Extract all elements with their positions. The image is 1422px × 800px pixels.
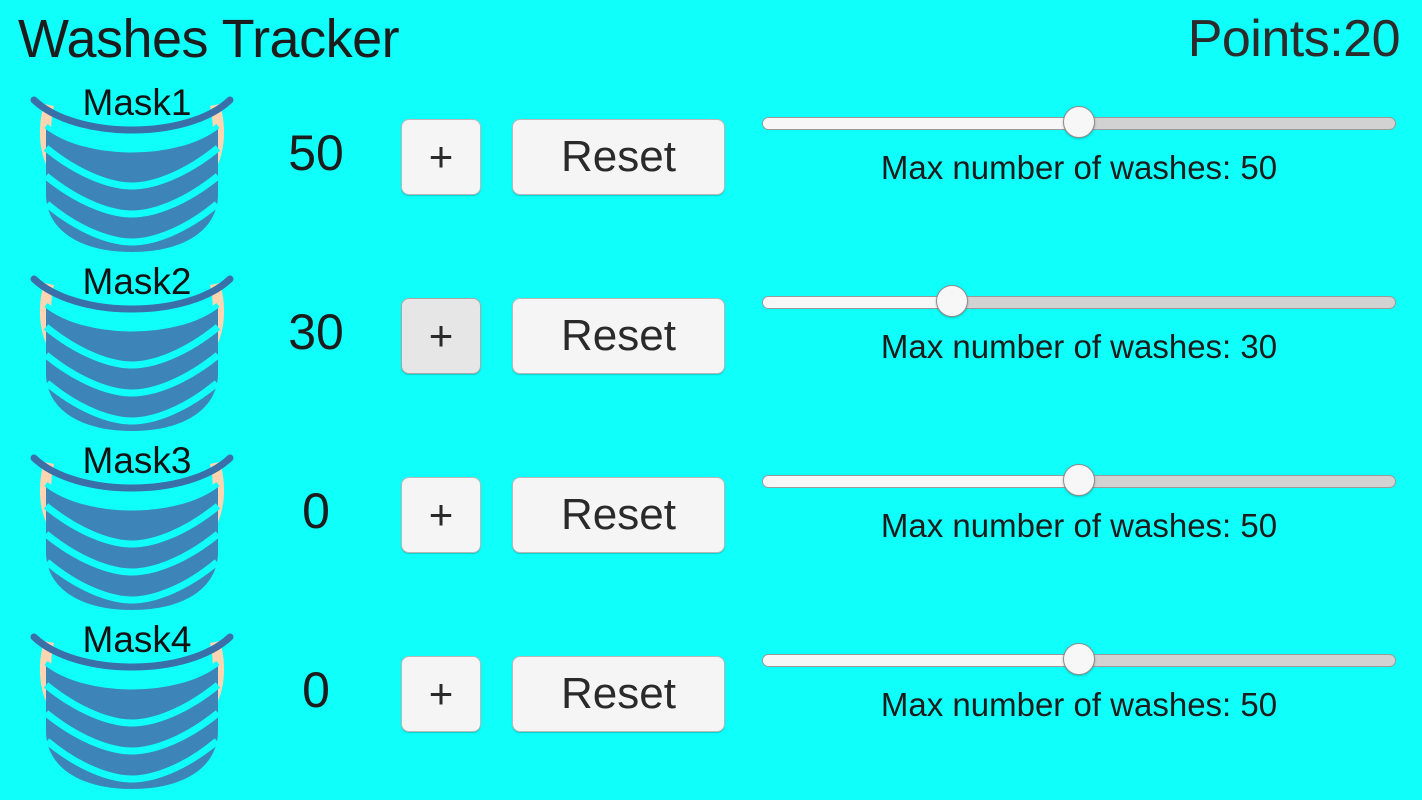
- max-washes-slider-mask3[interactable]: [762, 464, 1396, 498]
- max-washes-slider-cell: Max number of washes: 50: [762, 106, 1396, 186]
- wash-count-value: 50: [288, 125, 344, 181]
- points-counter: Points:20: [1187, 10, 1401, 68]
- max-washes-caption: Max number of washes: 50: [880, 686, 1278, 723]
- reset-button-mask1[interactable]: Reset: [512, 119, 725, 195]
- page-title: Washes Tracker: [18, 9, 400, 69]
- max-washes-caption: Max number of washes: 50: [880, 507, 1278, 544]
- max-washes-slider-cell: Max number of washes: 50: [762, 643, 1396, 723]
- max-washes-slider-cell: Max number of washes: 50: [762, 464, 1396, 544]
- max-washes-caption: Max number of washes: 50: [880, 149, 1278, 186]
- mask-row-mask4: Mask4 0 + Reset Max number of washes: 50: [0, 615, 1422, 794]
- reset-button-mask2[interactable]: Reset: [512, 298, 725, 374]
- slider-fill: [763, 476, 1079, 487]
- max-washes-caption: Max number of washes: 30: [880, 328, 1278, 365]
- increment-button-mask3[interactable]: +: [401, 477, 481, 553]
- max-washes-slider-mask2[interactable]: [762, 285, 1396, 319]
- slider-thumb[interactable]: [1063, 106, 1095, 138]
- mask-list: Mask1 50 + Reset Max number of washes: 5…: [0, 78, 1422, 794]
- mask-row-mask1: Mask1 50 + Reset Max number of washes: 5…: [0, 78, 1422, 257]
- mask-row-mask2: Mask2 30 + Reset Max number of washes: 3…: [0, 257, 1422, 436]
- wash-count-value: 0: [302, 662, 330, 718]
- increment-button-mask2[interactable]: +: [401, 298, 481, 374]
- face-mask-icon: [30, 96, 234, 252]
- mask-icon-cell: Mask3: [12, 436, 262, 615]
- reset-button-mask3[interactable]: Reset: [512, 477, 725, 553]
- face-mask-icon: [30, 275, 234, 431]
- slider-thumb[interactable]: [1063, 643, 1095, 675]
- app-header: Washes Tracker Points:20: [0, 0, 1422, 78]
- face-mask-icon: [30, 633, 234, 789]
- mask-icon-cell: Mask2: [12, 257, 262, 436]
- max-washes-slider-mask1[interactable]: [762, 106, 1396, 140]
- slider-fill: [763, 297, 953, 308]
- slider-fill: [763, 655, 1079, 666]
- mask-icon-cell: Mask4: [12, 615, 262, 794]
- wash-count-value: 0: [302, 483, 330, 539]
- mask-row-mask3: Mask3 0 + Reset Max number of washes: 50: [0, 436, 1422, 615]
- slider-thumb[interactable]: [1063, 464, 1095, 496]
- wash-count-value: 30: [288, 304, 344, 360]
- face-mask-icon: [30, 454, 234, 610]
- slider-track[interactable]: [762, 296, 1396, 309]
- slider-thumb[interactable]: [936, 285, 969, 317]
- max-washes-slider-cell: Max number of washes: 30: [762, 285, 1396, 365]
- increment-button-mask4[interactable]: +: [401, 656, 481, 732]
- mask-icon-cell: Mask1: [12, 78, 262, 257]
- reset-button-mask4[interactable]: Reset: [512, 656, 725, 732]
- slider-fill: [763, 118, 1079, 129]
- max-washes-slider-mask4[interactable]: [762, 643, 1396, 677]
- increment-button-mask1[interactable]: +: [401, 119, 481, 195]
